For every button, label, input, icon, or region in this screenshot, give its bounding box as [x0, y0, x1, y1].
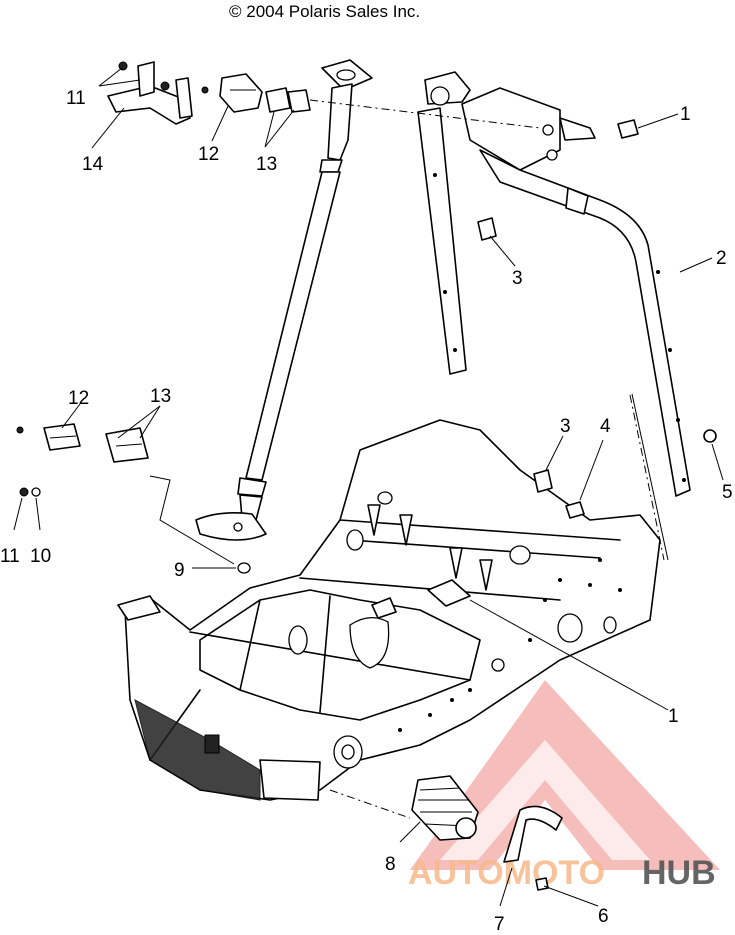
callout-13-left: 13 [150, 386, 171, 407]
screw-6 [535, 877, 549, 891]
callout-10: 10 [30, 546, 51, 567]
clamp-13-left [105, 427, 149, 463]
copyright-notice: © 2004 Polaris Sales Inc. [229, 2, 420, 21]
callout-12-top: 12 [198, 144, 219, 165]
callout-5: 5 [722, 482, 733, 503]
bolt-4 [565, 501, 585, 519]
callout-12-left: 12 [68, 388, 89, 409]
watermark-brand-hub: HUB [642, 854, 716, 892]
callout-3-top: 3 [512, 268, 523, 289]
leader-lines [13, 67, 724, 907]
clip-3-top [477, 217, 497, 241]
callout-9: 9 [174, 560, 185, 581]
callout-2: 2 [716, 248, 727, 269]
clip-3-mid [533, 469, 553, 493]
bracket-14 [107, 61, 193, 125]
nut-5 [703, 429, 717, 443]
watermark-logo [410, 680, 720, 870]
bolt-1-top [617, 119, 639, 139]
bracket-7 [503, 805, 563, 863]
callout-4: 4 [600, 416, 611, 437]
callout-3-mid: 3 [560, 416, 571, 437]
upper-frame-rail [417, 71, 691, 561]
callout-6: 6 [598, 906, 609, 927]
callout-13-top: 13 [256, 154, 277, 175]
clamp-13-top [265, 87, 311, 113]
washer-9 [237, 562, 251, 574]
clamp-12-left [16, 423, 81, 497]
steering-post [195, 59, 373, 541]
callout-8: 8 [385, 854, 396, 875]
main-chassis [117, 419, 661, 801]
callout-1-top: 1 [680, 104, 691, 125]
callout-7: 7 [494, 914, 505, 935]
clamp-12-top [201, 73, 263, 113]
callout-14: 14 [82, 154, 104, 175]
steering-boot-8 [411, 775, 479, 841]
callout-11-left: 11 [0, 546, 20, 567]
callout-11-top: 11 [66, 88, 86, 109]
callout-1-bottom: 1 [668, 706, 679, 727]
